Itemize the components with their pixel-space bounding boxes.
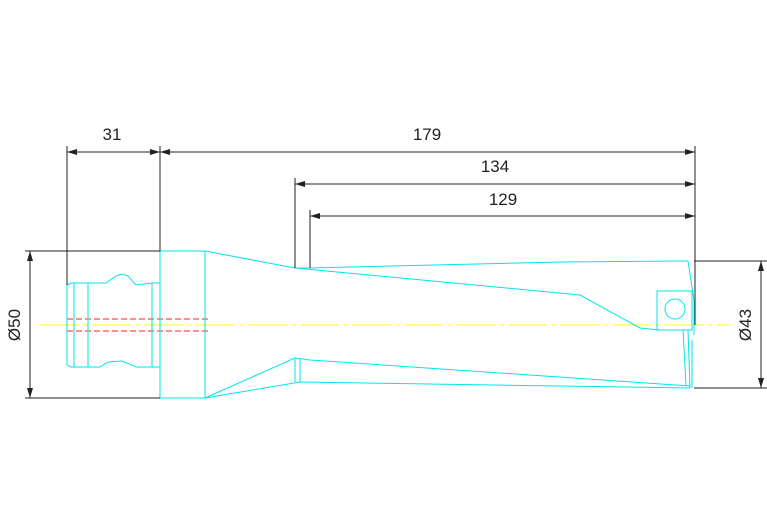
dim-text-d43: Ø43 (736, 309, 755, 341)
dim-text-179: 179 (413, 125, 441, 144)
shank-outline (66, 273, 160, 368)
extension-lines (25, 146, 767, 399)
dim-text-d50: Ø50 (5, 309, 24, 341)
dim-text-134: 134 (481, 157, 509, 176)
body-outline (204, 250, 695, 399)
flange-outline (159, 250, 206, 399)
dim-text-31: 31 (103, 125, 122, 144)
dim-text-129: 129 (489, 190, 517, 209)
